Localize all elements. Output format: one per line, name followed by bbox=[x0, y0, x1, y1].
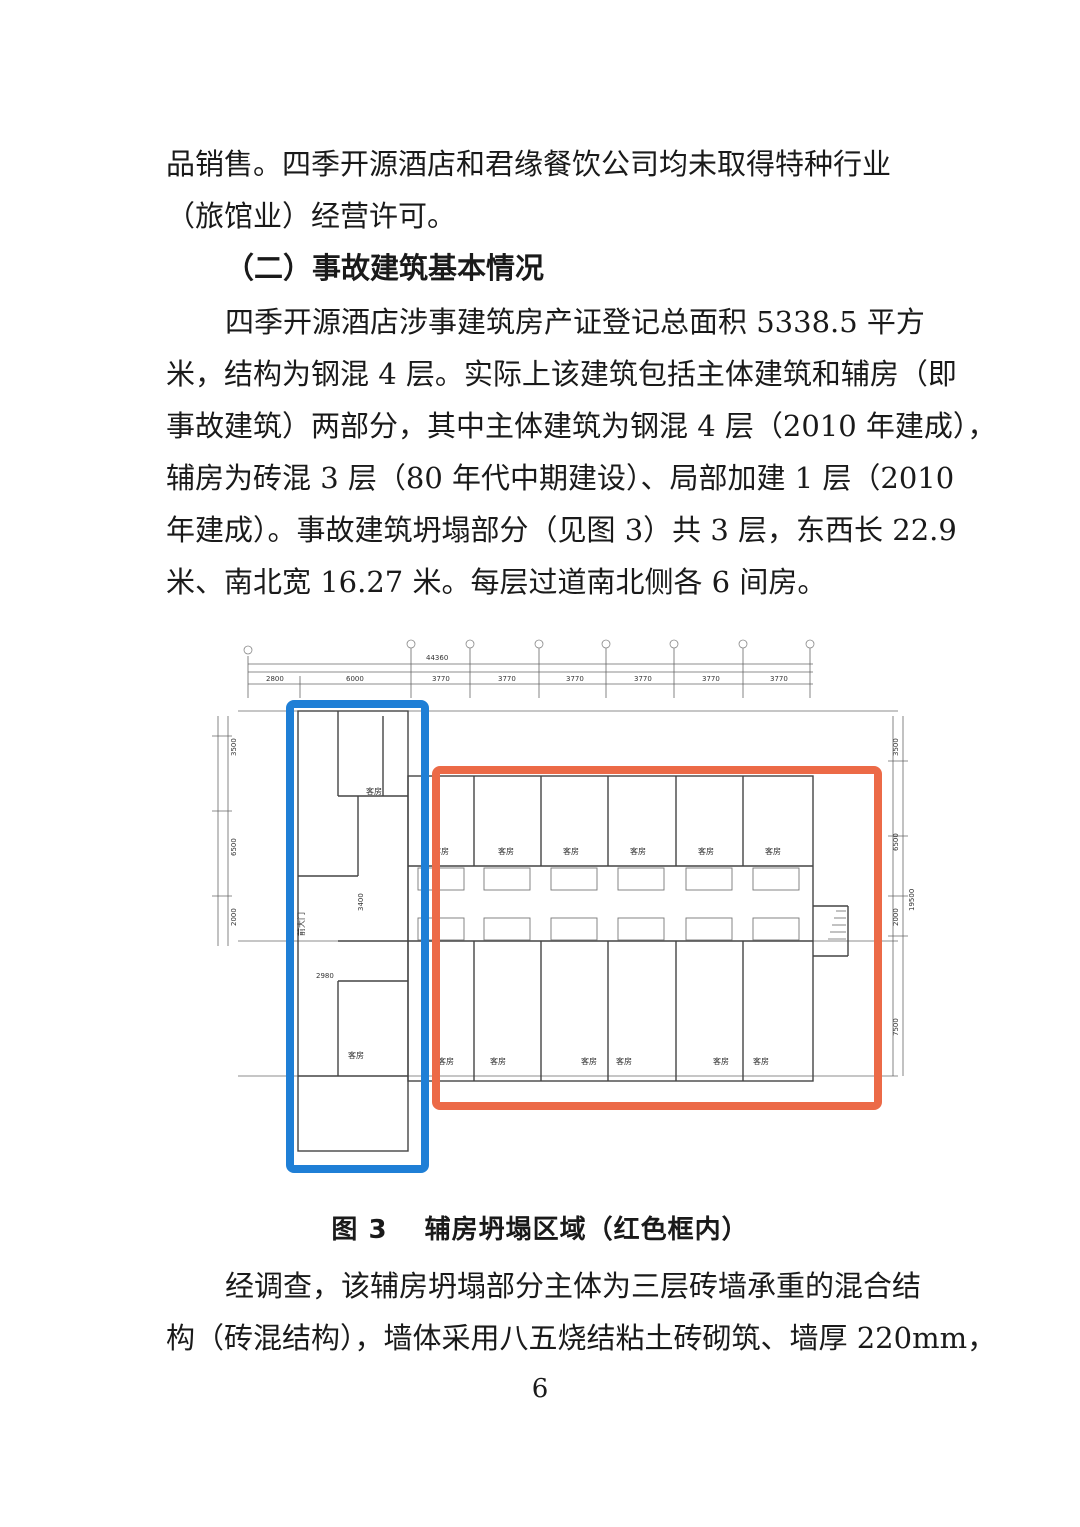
room-label-left-1: 客房 bbox=[366, 786, 382, 796]
dim-right-4: 7500 bbox=[892, 1018, 900, 1036]
dim-top-2: 6000 bbox=[346, 675, 364, 683]
left-wing-walls bbox=[297, 710, 409, 1152]
room-label-north-2: 客房 bbox=[498, 846, 514, 856]
room-label-south-6: 客房 bbox=[753, 1056, 769, 1066]
paragraph-3-line-2: 构（砖混结构），墙体采用八五烧结粘土砖砌筑、墙厚 220mm， bbox=[166, 1321, 997, 1355]
floor-plan-drawing: 44360 2800 6000 3770 3770 3770 3770 3770… bbox=[212, 639, 916, 1173]
paragraph-2-line-3: 事故建筑）两部分，其中主体建筑为钢混 4 层（2010 年建成）， bbox=[166, 409, 997, 443]
dim-top-5: 3770 bbox=[566, 675, 584, 683]
paragraph-2-line-1: 四季开源酒店涉事建筑房产证登记总面积 5338.5 平方 bbox=[225, 305, 925, 339]
room-label-north-3: 客房 bbox=[563, 846, 579, 856]
entrance-label: 前大门 bbox=[296, 912, 306, 936]
paragraph-1-line-2: （旅馆业）经营许可。 bbox=[166, 199, 457, 233]
room-label-north-4: 客房 bbox=[630, 846, 646, 856]
section-heading: （二）事故建筑基本情况 bbox=[225, 251, 545, 285]
paragraph-2-line-4: 辅房为砖混 3 层（80 年代中期建设）、局部加建 1 层（2010 bbox=[166, 461, 955, 495]
floor-plan-figure: 44360 2800 6000 3770 3770 3770 3770 3770… bbox=[198, 636, 918, 1186]
room-label-left-2: 客房 bbox=[348, 1050, 364, 1060]
room-label-south-1: 客房 bbox=[438, 1056, 454, 1066]
room-label-south-4: 客房 bbox=[616, 1056, 632, 1066]
dim-right-3: 2000 bbox=[892, 908, 900, 926]
dim-left-2: 6500 bbox=[230, 838, 238, 856]
dim-left-3: 2000 bbox=[230, 908, 238, 926]
dim-inner-1: 3400 bbox=[357, 893, 365, 911]
dim-right-2: 6500 bbox=[892, 833, 900, 851]
dim-total: 44360 bbox=[426, 654, 448, 662]
dim-right-total: 19500 bbox=[908, 889, 916, 911]
paragraph-1-line-1: 品销售。四季开源酒店和君缘餐饮公司均未取得特种行业 bbox=[166, 147, 892, 181]
dim-top-1: 2800 bbox=[266, 675, 284, 683]
dim-top-4: 3770 bbox=[498, 675, 516, 683]
dim-left-1: 3500 bbox=[230, 738, 238, 756]
figure-caption: 图 3 辅房坍塌区域（红色框内） bbox=[331, 1215, 749, 1245]
dim-top-3: 3770 bbox=[432, 675, 450, 683]
room-label-south-3: 客房 bbox=[581, 1056, 597, 1066]
dim-top-6: 3770 bbox=[634, 675, 652, 683]
room-label-north-6: 客房 bbox=[765, 846, 781, 856]
blue-frame-main-building bbox=[286, 700, 429, 1173]
page-number: 6 bbox=[531, 1374, 549, 1404]
dim-top-8: 3770 bbox=[770, 675, 788, 683]
paragraph-2-line-2: 米，结构为钢混 4 层。实际上该建筑包括主体建筑和辅房（即 bbox=[166, 357, 957, 391]
dim-right-1: 3500 bbox=[892, 738, 900, 756]
paragraph-3-line-1: 经调查，该辅房坍塌部分主体为三层砖墙承重的混合结 bbox=[225, 1269, 922, 1303]
room-label-north-1: 客房 bbox=[433, 846, 449, 856]
paragraph-2-line-6: 米、南北宽 16.27 米。每层过道南北侧各 6 间房。 bbox=[166, 565, 827, 599]
room-label-south-2: 客房 bbox=[490, 1056, 506, 1066]
collapsed-block-walls bbox=[407, 775, 849, 1082]
red-frame-collapsed-area bbox=[432, 766, 882, 1110]
room-label-south-5: 客房 bbox=[713, 1056, 729, 1066]
room-label-north-5: 客房 bbox=[698, 846, 714, 856]
bathroom-fixtures bbox=[417, 867, 800, 941]
dim-inner-2: 2980 bbox=[316, 972, 334, 980]
paragraph-2-line-5: 年建成）。事故建筑坍塌部分（见图 3）共 3 层，东西长 22.9 bbox=[166, 513, 957, 547]
stair-lines bbox=[828, 910, 846, 940]
dim-top-7: 3770 bbox=[702, 675, 720, 683]
dimension-lines bbox=[212, 648, 908, 1077]
